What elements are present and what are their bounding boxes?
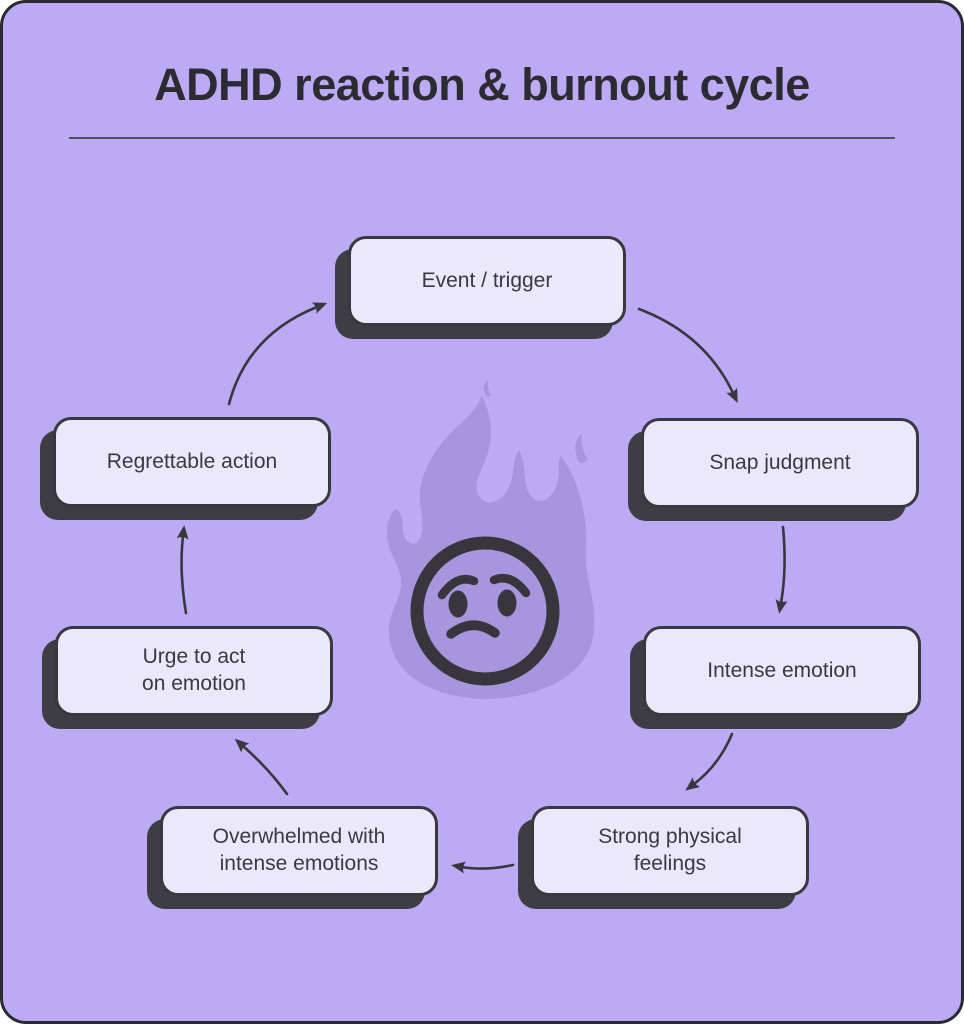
flame-top-wisp [483, 381, 491, 397]
node-label: Urge to act on emotion [142, 645, 246, 695]
node-label: Snap judgment [709, 450, 851, 474]
arrow-strong-to-overwhelmed [451, 861, 515, 874]
node-label: Regrettable action [106, 449, 278, 473]
node-overwhelmed-with-intense-emotions: Overwhelmed with intense emotions [160, 806, 438, 896]
node-regrettable-action: Regrettable action [53, 417, 331, 507]
node-urge-to-act-on-emotion: Urge to act on emotion [55, 626, 333, 716]
right-eye [497, 589, 517, 617]
title-divider [69, 137, 895, 139]
page-title: ADHD reaction & burnout cycle [154, 59, 810, 110]
node-strong-physical-feelings: Strong physical feelings [531, 806, 809, 896]
face-fill [413, 539, 557, 683]
node-event-trigger: Event / trigger [348, 236, 626, 326]
frown-mouth [446, 620, 500, 639]
node-label: Strong physical feelings [598, 825, 742, 875]
worried-face [410, 536, 560, 686]
arrow-snap-to-intense [775, 525, 788, 614]
burning-worried-face-icon [386, 381, 595, 699]
face-outline [410, 536, 560, 686]
node-snap-judgment: Snap judgment [641, 418, 919, 508]
flame-right-wisp [575, 433, 588, 464]
node-label: Event / trigger [421, 268, 553, 292]
arrow-regrettable-to-event [227, 302, 328, 406]
left-eye [448, 590, 468, 618]
node-label: Intense emotion [707, 658, 857, 682]
arrow-overwhelmed-to-urge [234, 738, 289, 796]
arrow-urge-to-regrettable [176, 525, 189, 615]
arrow-event-to-snap [637, 307, 738, 403]
node-intense-emotion: Intense emotion [643, 626, 921, 716]
right-eyebrow [489, 573, 531, 598]
left-eyebrow [437, 575, 479, 600]
node-label: Overwhelmed with intense emotions [212, 825, 386, 875]
arrow-intense-to-strong [685, 732, 734, 791]
